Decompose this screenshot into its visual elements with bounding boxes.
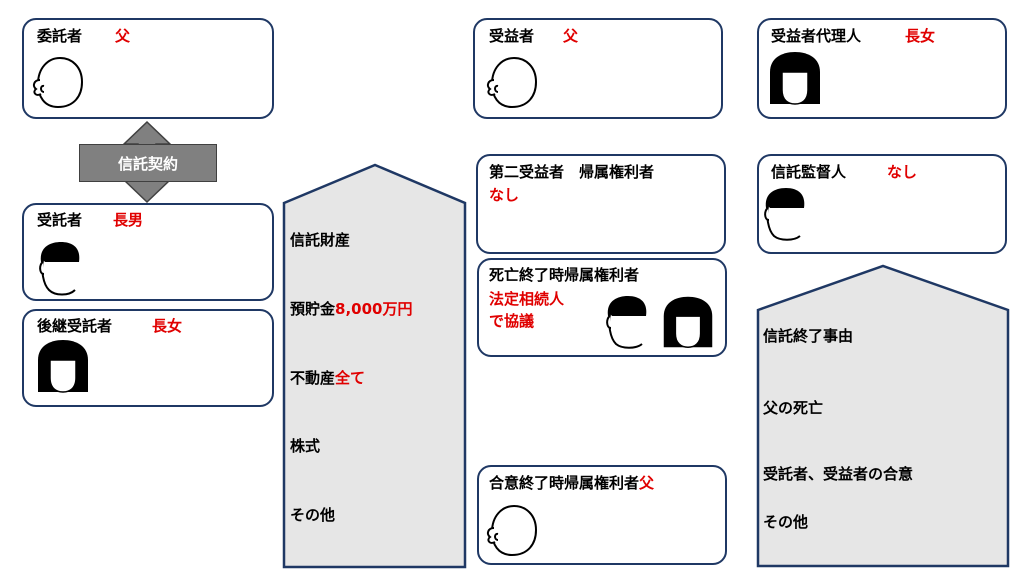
termination-reasons-house [756,264,1010,568]
trust-supervisor-who: なし [887,163,918,181]
elderly-man-icon [32,56,84,109]
trust-supervisor-role: 信託監督人 [771,163,847,181]
settlor-role: 委託者 [37,27,83,45]
stocks-item: 株式 [290,437,321,455]
second-beneficiary-box [476,154,726,254]
successor-trustee-who: 長女 [152,317,183,335]
man-icon [764,188,805,241]
termination-reason-agreement: 受託者、受益者の合意 [763,465,914,483]
beneficiary-who: 父 [563,27,579,45]
successor-trustee-role: 後継受託者 [37,317,113,335]
second-beneficiary-role: 第二受益者 帰属権利者 [489,163,655,181]
woman-icon [770,52,820,105]
beneficiary-role: 受益者 [489,27,535,45]
agreement-termination-who: 父 [639,474,655,492]
settlor-who: 父 [115,27,131,45]
death-termination-role: 死亡終了時帰属権利者 [489,266,640,284]
termination-reason-death: 父の死亡 [763,399,824,417]
second-beneficiary-who: なし [489,186,520,204]
woman-icon [663,296,713,348]
death-termination-line1: 法定相続人 [489,290,565,308]
trust-contract-label: 信託契約 [79,144,217,182]
trust-property-house [282,163,467,569]
trust-property-title: 信託財産 [290,231,351,249]
savings-item: 預貯金8,000万円 [290,298,412,319]
death-termination-line2: で協議 [489,312,535,330]
trustee-role: 受託者 [37,211,83,229]
man-icon [606,296,647,349]
elderly-man-icon [486,504,538,557]
woman-icon [38,340,88,393]
agreement-termination-role: 合意終了時帰属権利者父 [489,472,654,493]
man-icon [39,242,80,296]
beneficiary-agent-who: 長女 [905,27,936,45]
realestate-value: 全て [335,369,366,387]
beneficiary-agent-role: 受益者代理人 [771,27,862,45]
realestate-label: 不動産 [290,369,336,387]
realestate-item: 不動産全て [290,367,365,388]
elderly-man-icon [486,56,538,109]
savings-label: 預貯金 [290,300,336,318]
savings-value: 8,000万円 [335,300,413,318]
agreement-termination-role-text: 合意終了時帰属権利者 [489,474,640,492]
termination-title: 信託終了事由 [763,327,854,345]
trustee-who: 長男 [113,211,144,229]
termination-reason-other: その他 [763,513,809,531]
other-property-item: その他 [290,506,336,524]
